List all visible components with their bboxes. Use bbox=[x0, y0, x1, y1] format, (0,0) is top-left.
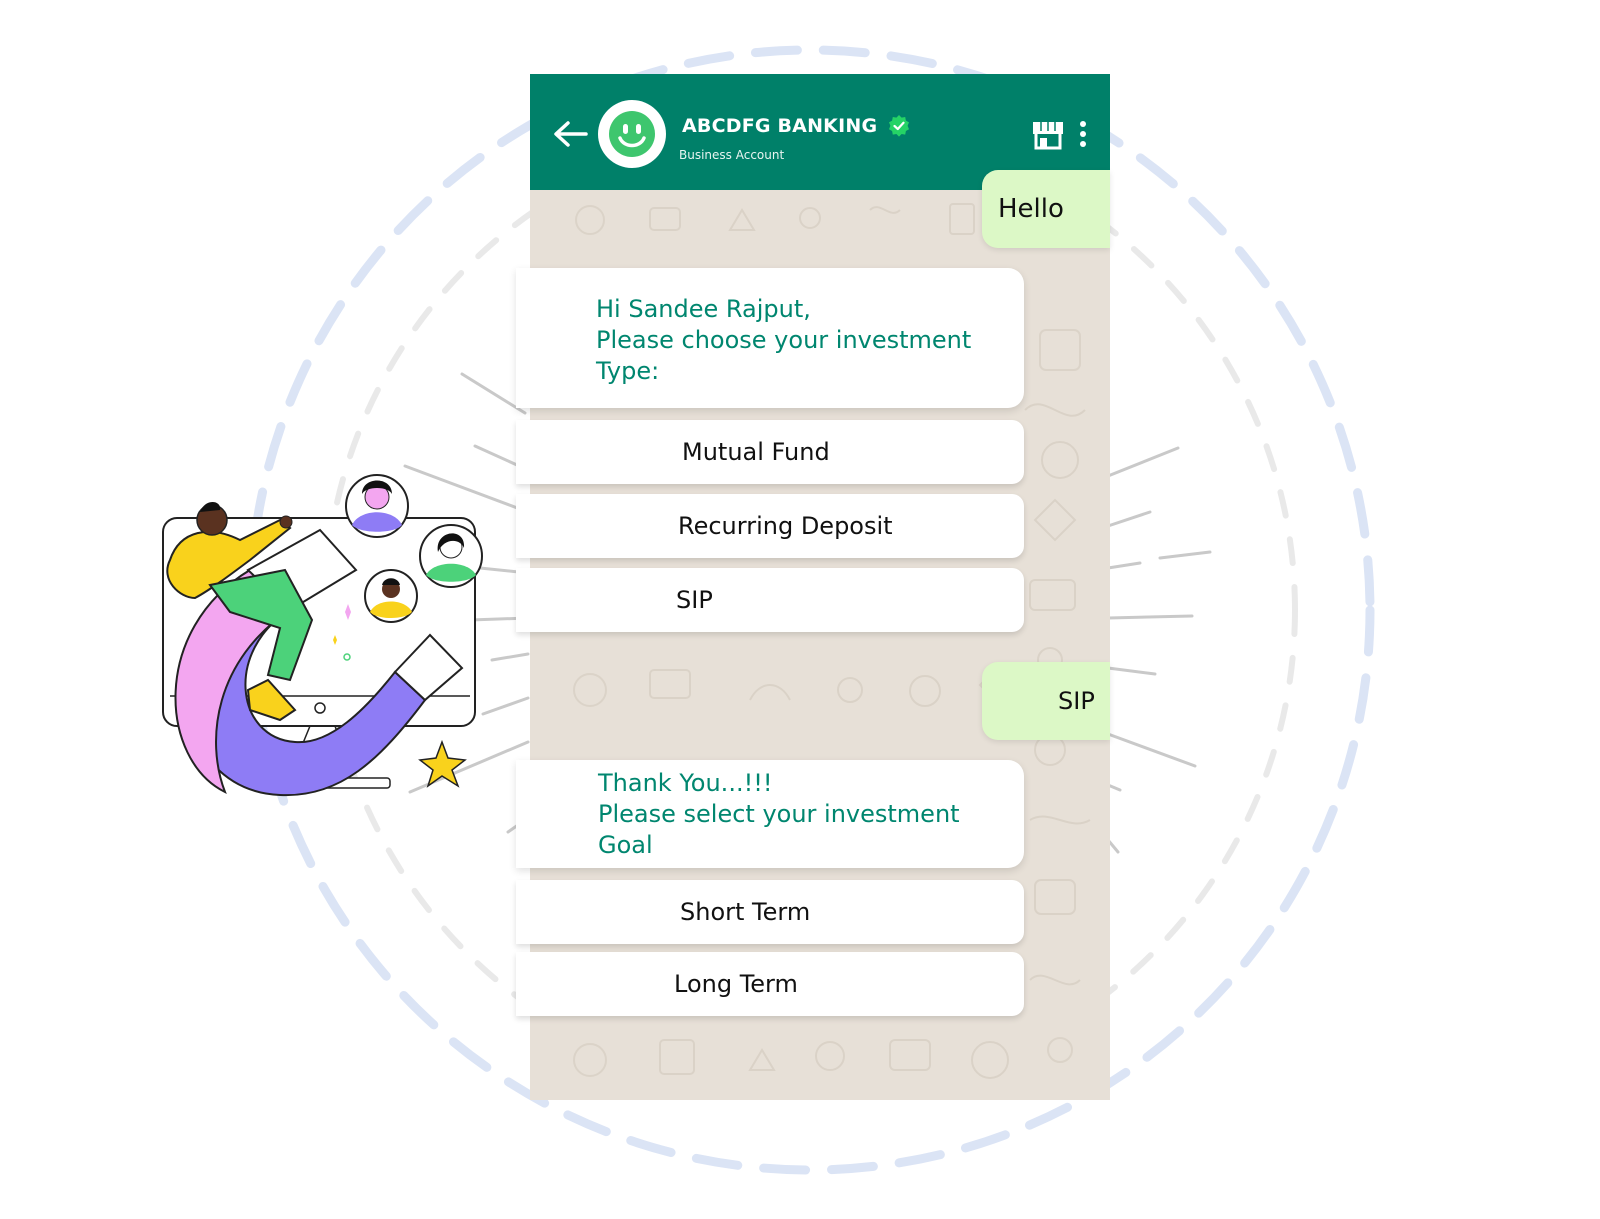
header-subtitle: Business Account bbox=[679, 148, 785, 162]
whatsapp-chat-window: ABCDFG BANKING Business Account bbox=[516, 74, 1110, 1100]
message-line: Thank You...!!! bbox=[598, 769, 773, 797]
message-line: Hi Sandee Rajput, bbox=[596, 295, 811, 323]
chat-header: ABCDFG BANKING Business Account bbox=[530, 74, 1110, 190]
back-arrow-icon bbox=[554, 121, 588, 147]
message-line: Please choose your investment bbox=[596, 326, 972, 354]
option-mutual-fund-button[interactable]: Mutual Fund bbox=[516, 420, 1024, 484]
message-line: Goal bbox=[598, 831, 653, 859]
speed-lines-right bbox=[1106, 446, 1212, 854]
outgoing-message-sip: SIP bbox=[982, 662, 1110, 740]
option-label: Mutual Fund bbox=[682, 438, 830, 466]
outer-dashed-circle bbox=[245, 45, 1375, 1175]
catalog-button[interactable] bbox=[1030, 119, 1066, 151]
more-vert-icon bbox=[1080, 121, 1086, 147]
store-icon bbox=[1033, 122, 1063, 150]
option-label: Recurring Deposit bbox=[678, 512, 893, 540]
option-recurring-deposit-button[interactable]: Recurring Deposit bbox=[516, 494, 1024, 558]
more-options-button[interactable] bbox=[1074, 119, 1092, 149]
verified-badge-icon bbox=[889, 115, 910, 137]
option-label: Long Term bbox=[674, 970, 798, 998]
message-line: Please select your investment bbox=[598, 800, 960, 828]
outgoing-message-hello: Hello bbox=[982, 170, 1110, 248]
business-avatar[interactable] bbox=[598, 100, 666, 168]
option-sip-button[interactable]: SIP bbox=[516, 568, 1024, 632]
option-label: Short Term bbox=[680, 898, 811, 926]
header-title-row[interactable]: ABCDFG BANKING bbox=[682, 114, 911, 138]
option-label: SIP bbox=[676, 586, 713, 614]
inner-dashed-circle bbox=[322, 122, 1298, 1098]
business-name: ABCDFG BANKING bbox=[682, 115, 878, 137]
message-line: Type: bbox=[596, 357, 660, 385]
back-button[interactable] bbox=[550, 114, 590, 154]
smiley-avatar-icon bbox=[609, 111, 655, 157]
incoming-message-investment-goal: Thank You...!!! Please select your inves… bbox=[516, 760, 1024, 868]
option-short-term-button[interactable]: Short Term bbox=[516, 880, 1024, 944]
magnet-person-illustration bbox=[162, 474, 483, 797]
outgoing-message-text: SIP bbox=[1058, 687, 1095, 715]
incoming-message-investment-type: Hi Sandee Rajput, Please choose your inv… bbox=[516, 268, 1024, 408]
outgoing-message-text: Hello bbox=[998, 194, 1064, 224]
option-long-term-button[interactable]: Long Term bbox=[516, 952, 1024, 1016]
